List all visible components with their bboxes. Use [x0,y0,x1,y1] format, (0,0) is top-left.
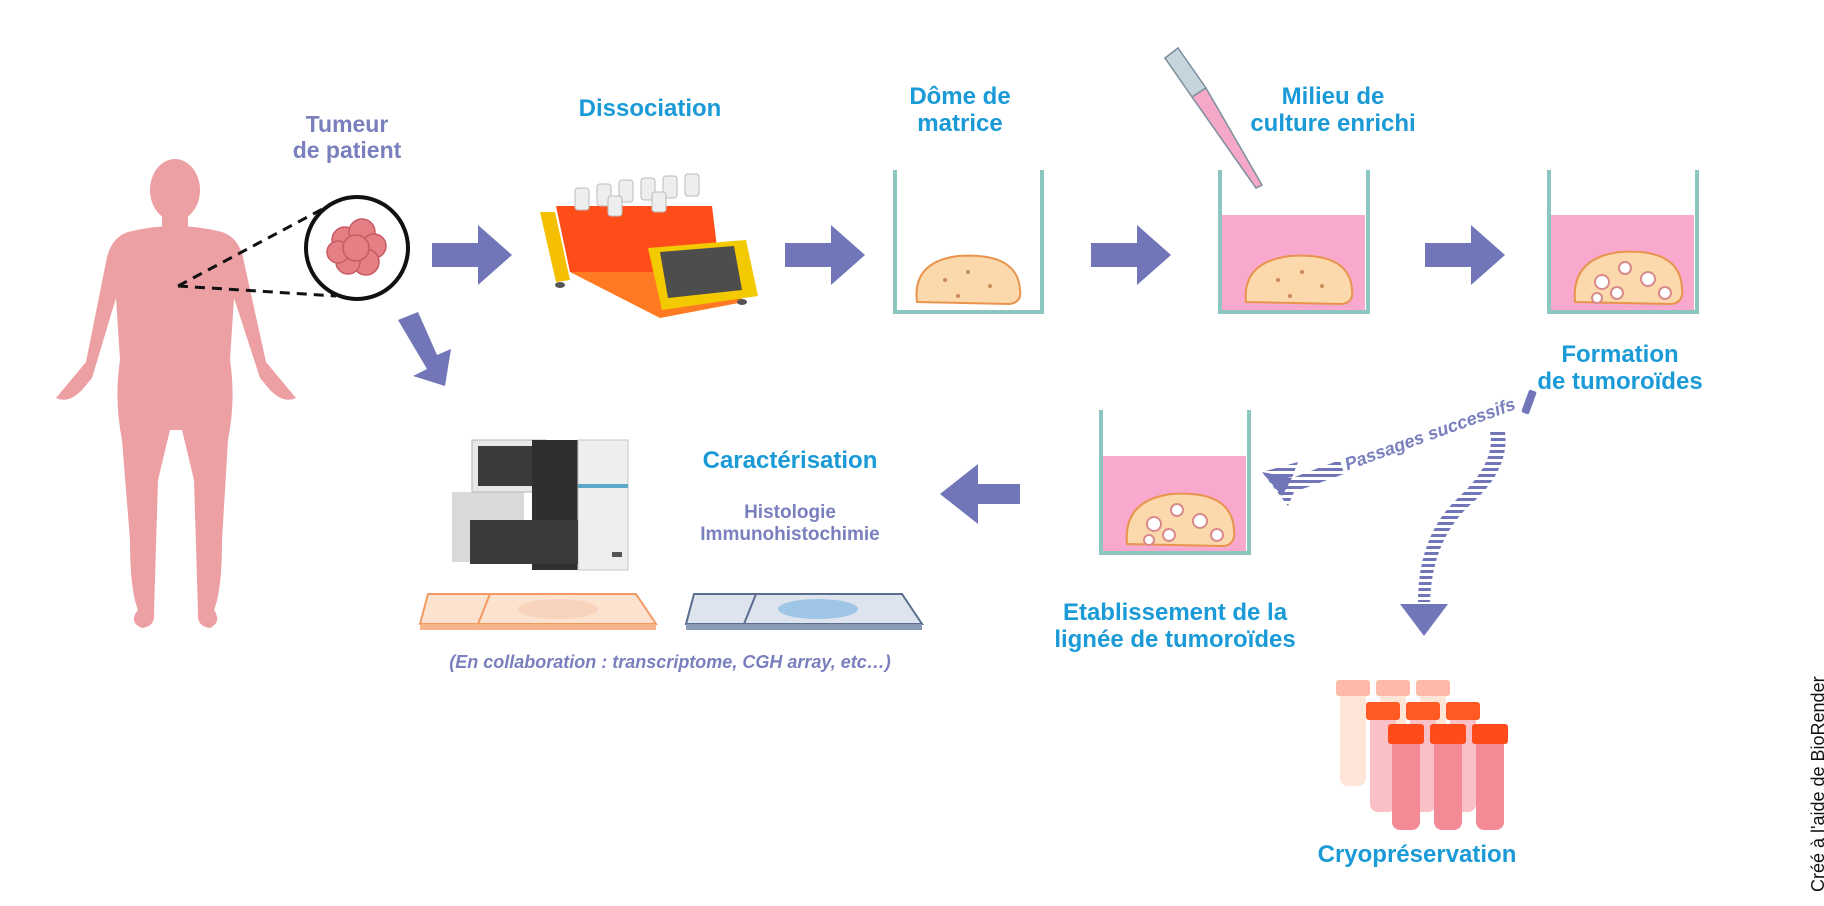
tumor-label: Tumeur de patient [292,111,402,163]
arrow-down-right-icon [398,312,451,386]
collaboration-note: (En collaboration : transcriptome, CGH a… [449,652,891,672]
histology-slide-icon [418,593,658,630]
dissociation-label: Dissociation [578,95,722,122]
matrix-dome-well-icon [893,170,1044,314]
ihc-slide-icon [684,593,924,630]
arrow-right-icon [785,225,865,285]
tumor-zoom-icon [177,195,410,301]
milieu-label: Milieu de culture enrichi [1250,83,1416,137]
dome-label: Dôme de matrice [909,83,1011,137]
tumoroid-line-well-icon [1099,410,1251,555]
arrow-right-icon [1091,225,1171,285]
pipette-icon [1163,46,1264,189]
arrow-right-icon [1425,225,1505,285]
arrow-right-icon [432,225,512,285]
dissociator-icon [540,173,758,318]
immuno-label: Immunohistochimie [700,524,880,545]
medium-well-icon [1218,170,1370,314]
cryo-label: Cryopréservation [1317,841,1517,868]
cryo-arrow-icon [1400,432,1506,636]
caracterisation-label: Caractérisation [702,447,878,474]
sequencer-icon [452,439,629,571]
formation-label: Formation de tumoroïdes [1537,341,1703,395]
passages-arrow-icon [1262,389,1537,506]
cryovials-icon [1336,680,1508,830]
etablissement-label: Etablissement de la lignée de tumoroïdes [1054,599,1296,653]
human-body-icon [56,159,296,628]
biorender-credit: Créé à l'aide de BioRender [1808,676,1824,892]
tumoroid-formation-well-icon [1547,170,1699,314]
arrow-left-icon [940,464,1020,524]
histologie-label: Histologie [744,502,836,523]
